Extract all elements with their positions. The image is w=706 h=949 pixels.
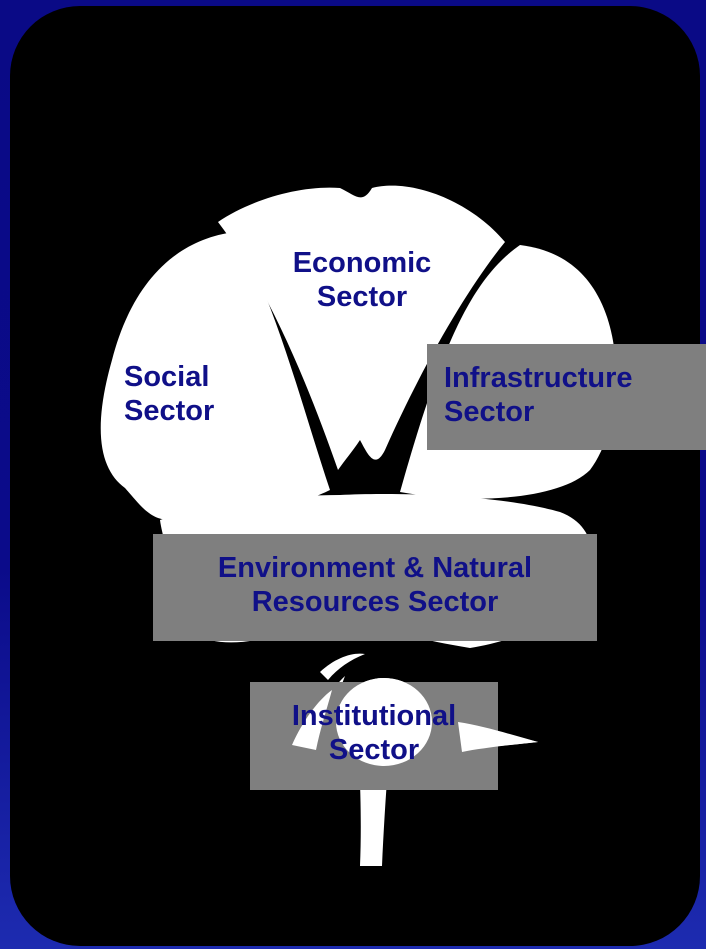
social-sector-label: Social Sector bbox=[124, 360, 214, 428]
institutional-line2: Sector bbox=[328, 734, 420, 766]
social-line1: Social bbox=[124, 361, 210, 393]
economic-line2: Sector bbox=[316, 281, 408, 313]
environment-label-box bbox=[153, 534, 597, 641]
left-leaf-overlay bbox=[292, 690, 332, 750]
environment-sector-label: Environment & Natural Resources Sector bbox=[153, 551, 597, 619]
infrastructure-sector-label: Infrastructure Sector bbox=[444, 361, 633, 429]
right-leaf-overlay bbox=[458, 722, 538, 752]
institutional-line1: Institutional bbox=[291, 700, 457, 732]
environment-line2: Resources Sector bbox=[251, 586, 499, 618]
center-bud-overlay bbox=[336, 678, 432, 766]
social-petal bbox=[100, 232, 330, 521]
stem-arc bbox=[320, 653, 365, 680]
infrastructure-line2: Sector bbox=[444, 396, 535, 428]
infrastructure-line1: Infrastructure bbox=[444, 362, 633, 394]
economic-sector-label: Economic Sector bbox=[262, 246, 462, 314]
social-line2: Sector bbox=[124, 395, 215, 427]
economic-petal bbox=[218, 185, 505, 470]
institutional-sector-label: Institutional Sector bbox=[250, 699, 498, 767]
environment-line1: Environment & Natural bbox=[217, 552, 533, 584]
infrastructure-label-box bbox=[427, 344, 706, 450]
economic-line1: Economic bbox=[292, 247, 432, 279]
